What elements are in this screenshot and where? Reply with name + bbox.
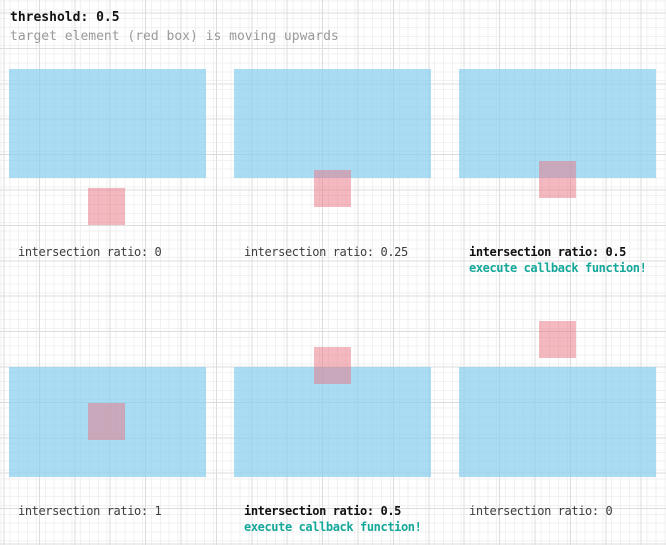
ratio-label-1: intersection ratio: 0 (18, 245, 162, 259)
ratio-label-6: intersection ratio: 0 (469, 504, 613, 518)
target-box-2 (314, 170, 351, 207)
ratio-label-3: intersection ratio: 0.5 (469, 245, 626, 259)
diagram-subtitle: target element (red box) is moving upwar… (10, 29, 339, 44)
viewport-rect-5 (234, 367, 431, 477)
viewport-rect-1 (9, 69, 206, 178)
threshold-title: threshold: 0.5 (10, 10, 120, 25)
header: threshold: 0.5 target element (red box) … (10, 8, 339, 46)
target-box-6 (539, 321, 576, 358)
viewport-rect-3 (459, 69, 656, 178)
viewport-rect-2 (234, 69, 431, 178)
callback-note-3: execute callback function! (469, 261, 647, 275)
target-box-4 (88, 403, 125, 440)
target-box-1 (88, 188, 125, 225)
ratio-label-5: intersection ratio: 0.5 (244, 504, 401, 518)
target-box-3 (539, 161, 576, 198)
viewport-rect-6 (459, 367, 656, 477)
ratio-label-2: intersection ratio: 0.25 (244, 245, 408, 259)
callback-note-5: execute callback function! (244, 520, 422, 534)
ratio-label-4: intersection ratio: 1 (18, 504, 162, 518)
target-box-5 (314, 347, 351, 384)
